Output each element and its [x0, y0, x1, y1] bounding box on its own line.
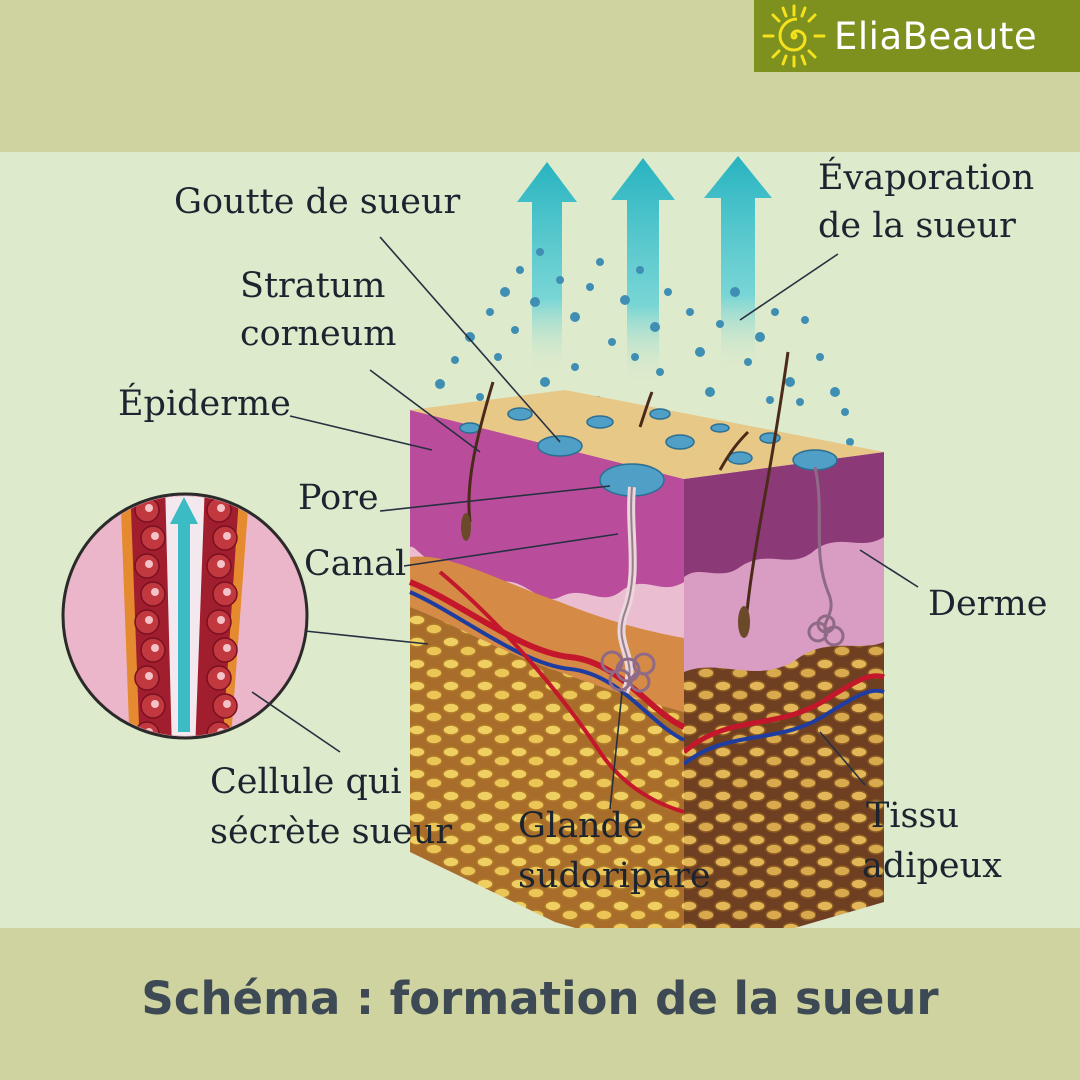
- label-tissu: Tissu: [866, 796, 960, 836]
- sweat-droplet: [571, 363, 579, 371]
- label-cellule-qui: Cellule qui: [210, 762, 402, 802]
- cell-nucleus: [145, 672, 153, 680]
- sweat-droplet: [796, 398, 804, 406]
- sweat-droplet: [636, 266, 644, 274]
- sweat-droplet: [570, 312, 580, 322]
- gland-cells: [134, 497, 238, 736]
- sweat-droplet: [494, 353, 502, 361]
- sweat-droplet: [730, 287, 740, 297]
- sweat-droplet: [586, 283, 594, 291]
- skin-diagram: [61, 156, 919, 928]
- label-derme: Derme: [928, 584, 1048, 624]
- cell-nucleus: [217, 504, 225, 512]
- sweat-droplets: [435, 248, 854, 446]
- page-caption: Schéma : formation de la sueur: [141, 972, 939, 1025]
- pores-on-surface: [459, 407, 838, 497]
- cell-nucleus: [145, 504, 153, 512]
- sweat-droplet: [771, 308, 779, 316]
- sweat-droplet: [511, 326, 519, 334]
- sweat-droplet: [816, 353, 824, 361]
- sweat-droplet: [766, 396, 774, 404]
- sweat-droplet: [500, 287, 510, 297]
- label-stratum: Stratum: [240, 266, 386, 306]
- sweat-droplet: [656, 368, 664, 376]
- evaporation-arrow-1: [517, 162, 577, 372]
- cell-nucleus: [223, 588, 231, 596]
- evaporation-arrows: [517, 156, 772, 384]
- sweat-droplet: [596, 258, 604, 266]
- sweat-droplet: [608, 338, 616, 346]
- skin-block: [408, 351, 885, 928]
- cell-nucleus: [151, 588, 159, 596]
- label-epiderme: Épiderme: [118, 384, 291, 424]
- cell-nucleus: [151, 700, 159, 708]
- sweat-droplet: [451, 356, 459, 364]
- sweat-droplet: [530, 297, 540, 307]
- cell-nucleus: [151, 644, 159, 652]
- label-adipeux: adipeux: [862, 846, 1002, 886]
- sweat-droplet: [686, 308, 694, 316]
- label-canal: Canal: [304, 544, 407, 584]
- cell-nucleus: [223, 700, 231, 708]
- sweat-gland-coil: [600, 650, 656, 693]
- sweat-droplet: [841, 408, 849, 416]
- sweat-droplet: [830, 387, 840, 397]
- sweat-droplet: [556, 276, 564, 284]
- brand-name: EliaBeaute: [834, 14, 1038, 58]
- sweat-droplet: [650, 322, 660, 332]
- brand-logo[interactable]: EliaBeaute: [754, 0, 1080, 72]
- sweat-droplet: [536, 248, 544, 256]
- label-pore: Pore: [298, 478, 379, 518]
- sun-spiral-icon: [762, 4, 826, 68]
- sweat-droplet: [801, 316, 809, 324]
- label-evaporation: Évaporation: [818, 158, 1035, 198]
- sweat-droplet: [620, 295, 630, 305]
- sweat-droplet: [744, 358, 752, 366]
- sweat-droplet: [465, 332, 475, 342]
- sweat-droplet: [664, 288, 672, 296]
- cell-nucleus: [217, 560, 225, 568]
- cell-nucleus: [223, 532, 231, 540]
- sweat-droplet: [476, 393, 484, 401]
- leader-lines: [251, 236, 919, 810]
- cell-nucleus: [217, 672, 225, 680]
- sweat-droplet: [705, 387, 715, 397]
- sweat-droplet: [716, 320, 724, 328]
- sweat-droplet: [516, 266, 524, 274]
- sweat-droplet: [486, 308, 494, 316]
- cell-nucleus: [223, 644, 231, 652]
- sweat-droplet: [846, 438, 854, 446]
- sweat-droplet: [435, 379, 445, 389]
- sweat-droplet: [631, 353, 639, 361]
- sweat-droplet: [755, 332, 765, 342]
- label-de-la-sueur: de la sueur: [818, 206, 1016, 246]
- label-glande: Glande: [518, 806, 644, 846]
- evaporation-arrow-3: [704, 156, 772, 370]
- label-secrete-sueur: sécrète sueur: [210, 812, 453, 852]
- sweat-droplet: [540, 377, 550, 387]
- diagram-panel: Goutte de sueur Stratum corneum Épiderme…: [0, 152, 1080, 928]
- cell-nucleus: [217, 616, 225, 624]
- secretory-cell-zoom: [61, 492, 309, 740]
- sweat-droplet: [785, 377, 795, 387]
- label-sudoripare: sudoripare: [518, 856, 711, 896]
- label-goutte-de-sueur: Goutte de sueur: [174, 182, 461, 222]
- cell-nucleus: [145, 616, 153, 624]
- cell-nucleus: [151, 532, 159, 540]
- sweat-droplet: [695, 347, 705, 357]
- label-corneum: corneum: [240, 314, 397, 354]
- cell-nucleus: [145, 560, 153, 568]
